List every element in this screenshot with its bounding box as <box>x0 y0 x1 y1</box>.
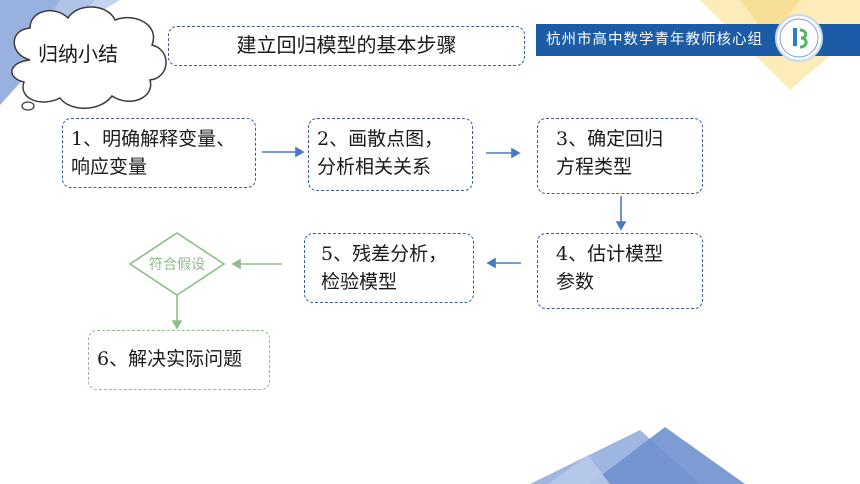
step-5-line1: 5、残差分析， <box>321 243 448 265</box>
cloud-shape <box>11 6 167 111</box>
step-2-box: 2、画散点图， 分析相关关系 <box>308 118 473 191</box>
step-4-line1: 4、估计模型 <box>556 243 664 265</box>
org-name: 杭州市高中数学青年教师核心组 <box>546 32 763 48</box>
green-arrows <box>171 258 282 330</box>
step-6-box: 6、解决实际问题 <box>88 330 270 390</box>
decor-triangle-bottom-dark <box>590 427 745 484</box>
step-2-line2: 分析相关关系 <box>317 156 432 178</box>
step-5-box: 5、残差分析， 检验模型 <box>304 233 474 303</box>
step-4-line2: 参数 <box>556 271 595 293</box>
main-title: 建立回归模型的基本步骤 <box>236 33 457 57</box>
decor-triangle-bottom-light <box>548 455 610 484</box>
step-1-box: 1、明确解释变量、 响应变量 <box>62 118 256 188</box>
arrow-5-to-decision-head <box>231 258 241 270</box>
step-1-line1: 1、明确解释变量、 <box>71 128 236 150</box>
main-title-box: 建立回归模型的基本步骤 <box>168 26 525 66</box>
arrow-2-to-3-head <box>511 147 521 159</box>
arrow-decision-to-6-head <box>171 320 183 330</box>
step-3-line2: 方程类型 <box>556 156 633 178</box>
decision-diamond <box>128 232 226 296</box>
section-title: 归纳小结 <box>38 42 118 66</box>
step-2-line1: 2、画散点图， <box>317 128 444 150</box>
step-4-box: 4、估计模型 参数 <box>537 233 703 309</box>
step-3-line1: 3、确定回归 <box>556 128 664 150</box>
arrow-3-to-4-head <box>615 221 627 231</box>
arrow-1-to-2-head <box>295 146 305 158</box>
step-5-line2: 检验模型 <box>321 271 398 293</box>
step-3-box: 3、确定回归 方程类型 <box>537 118 703 194</box>
decor-yellow-small <box>740 0 800 40</box>
flow-arrows <box>262 146 627 269</box>
decision-label: 符合假设 <box>149 257 205 273</box>
arrow-4-to-5-head <box>486 257 496 269</box>
org-logo <box>775 14 823 62</box>
step-1-line2: 响应变量 <box>71 156 148 178</box>
step-6-line1: 6、解决实际问题 <box>97 348 243 370</box>
logo-emblem-icon <box>779 18 819 58</box>
